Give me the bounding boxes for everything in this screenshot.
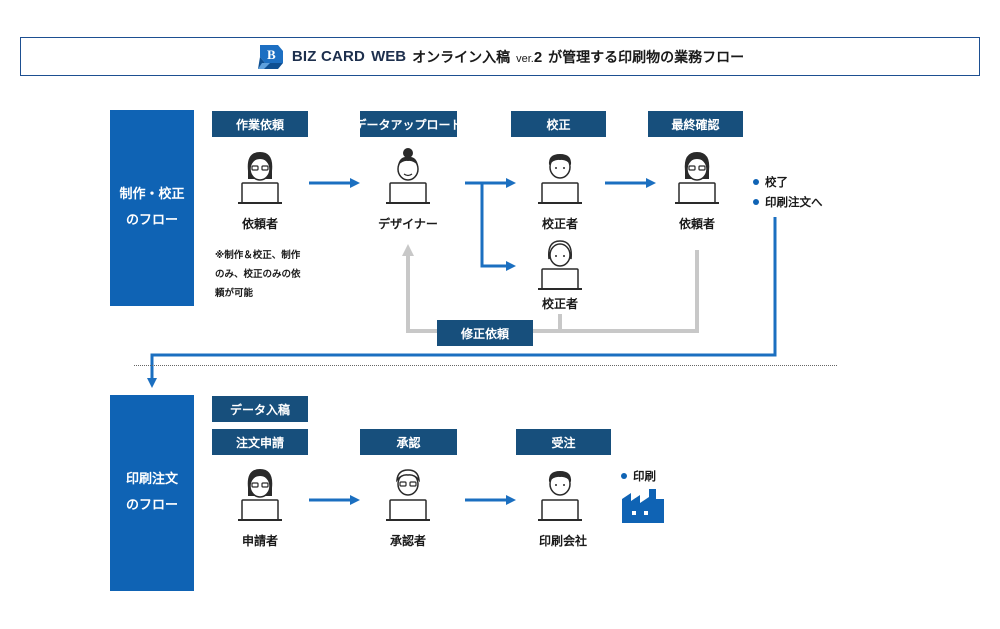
- approver-person-icon: [386, 469, 430, 521]
- bullet-dot-icon: [753, 199, 759, 205]
- step-order-received: 受注: [516, 429, 611, 455]
- step-final-check: 最終確認: [648, 111, 743, 137]
- applicant-person-icon: [238, 469, 282, 521]
- header-banner: B BIZ CARD WEB オンライン入稿 ver.2 が管理する印刷物の業務…: [20, 37, 980, 76]
- data-submission-label: データ入稿: [212, 396, 308, 422]
- section-separator: [134, 365, 837, 366]
- bullet-dot-icon: [753, 179, 759, 185]
- version-number: 2: [533, 49, 543, 66]
- arrow-designer-to-proofreader-2: [480, 183, 516, 271]
- step-data-upload: データアップロード: [355, 111, 463, 137]
- factory-icon: [622, 489, 664, 523]
- title-suffix: が管理する印刷物の業務フロー: [548, 49, 745, 66]
- status-print: 印刷: [621, 468, 656, 484]
- brand-name: BIZ CARD: [291, 48, 366, 65]
- brand-web: WEB: [371, 48, 407, 65]
- bullet-dot-icon: [621, 473, 627, 479]
- final-requester-person-icon: [675, 152, 719, 204]
- step-approval: 承認: [360, 429, 457, 455]
- status-proof-complete: 校了: [753, 174, 823, 190]
- step-proofreading: 校正: [511, 111, 606, 137]
- role-requester: 依頼者: [241, 217, 278, 231]
- designer-person-icon: [386, 148, 430, 204]
- role-applicant: 申請者: [241, 534, 278, 548]
- completion-status-list: 校了 印刷注文へ: [753, 174, 823, 210]
- requester-person-icon: [238, 152, 282, 204]
- biz-card-logo-icon: B: [256, 43, 286, 71]
- svg-text:B: B: [267, 47, 276, 62]
- step-order-application: 注文申請: [212, 429, 308, 455]
- side-production-line1: 制作・校正: [119, 187, 185, 202]
- revision-return-path: [402, 244, 699, 333]
- proofreader-person-icon: [538, 154, 582, 204]
- request-note-line-3: 頼が可能: [215, 288, 254, 299]
- side-production-flow: 制作・校正 のフロー: [110, 110, 194, 306]
- role-designer: デザイナー: [378, 217, 438, 231]
- status-to-print-order: 印刷注文へ: [753, 194, 823, 210]
- role-proofreader: 校正者: [541, 217, 578, 231]
- request-note: ※制作＆校正、制作 のみ、校正のみの依 頼が可能: [215, 246, 301, 303]
- request-note-line-2: のみ、校正のみの依: [215, 269, 301, 280]
- arrow-to-order-flow: [147, 217, 777, 388]
- side-order-line1: 印刷注文: [125, 472, 178, 487]
- proofreader2-person-icon: [538, 240, 582, 290]
- version-label: ver.: [516, 53, 534, 65]
- side-production-line2: のフロー: [125, 213, 178, 228]
- role-final-requester: 依頼者: [678, 217, 715, 231]
- role-approver: 承認者: [389, 534, 426, 548]
- title-prefix: オンライン入稿: [412, 49, 511, 66]
- version: ver.2: [516, 47, 542, 66]
- side-order-flow: 印刷注文 のフロー: [110, 395, 194, 591]
- revision-request-label: 修正依頼: [437, 320, 533, 346]
- role-print-company: 印刷会社: [538, 534, 587, 548]
- step-work-request: 作業依頼: [212, 111, 308, 137]
- side-order-line2: のフロー: [125, 498, 178, 513]
- role-proofreader-2: 校正者: [541, 297, 578, 311]
- request-note-line-1: ※制作＆校正、制作: [215, 250, 301, 261]
- print-company-person-icon: [538, 471, 582, 521]
